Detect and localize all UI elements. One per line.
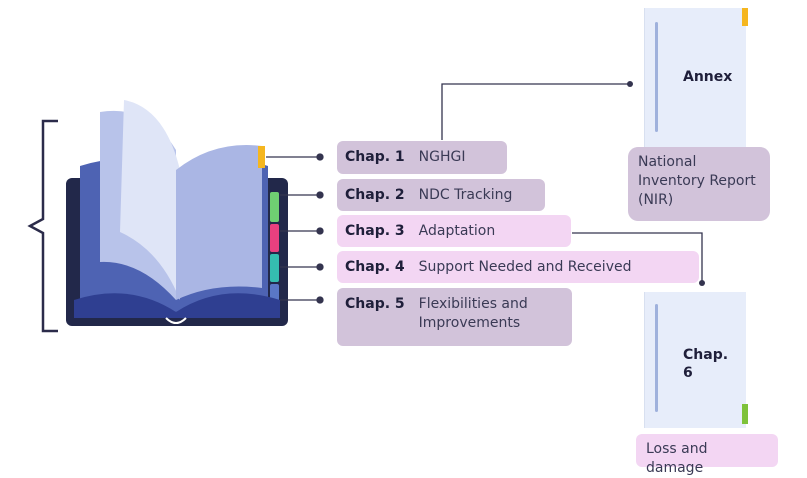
chapter-5-number: Chap. 5 [345, 296, 405, 312]
chapter-1-title: NGHGI [418, 149, 466, 165]
chapter-2-box: Chap. 2 NDC Tracking [337, 179, 545, 211]
chapter-4-title: Support Needed and Received [418, 259, 632, 275]
annex-document: Annex [644, 8, 748, 148]
annex-label: Annex [683, 69, 733, 85]
chapter-1-box: Chap. 1 NGHGI [337, 141, 507, 174]
book-flying-leaf [120, 100, 180, 300]
chapter-4-number: Chap. 4 [345, 259, 405, 275]
chap6-tab-green [742, 404, 748, 424]
chapter-2-number: Chap. 2 [345, 187, 405, 203]
book-bookmark-yellow [258, 146, 265, 168]
chap6-document: Chap. 6 [644, 292, 748, 428]
book-icon [66, 100, 288, 326]
chapter-connectors [266, 153, 324, 304]
chapter-2-title: NDC Tracking [418, 187, 513, 203]
annex-note: National Inventory Report (NIR) [628, 147, 770, 221]
annex-connector [441, 83, 630, 140]
chapter-5-box: Chap. 5 Flexibilities and Improvements [337, 288, 572, 346]
book-tab-green [270, 192, 279, 222]
chap6-note: Loss and damage [636, 434, 778, 476]
chapter-3-box: Chap. 3 Adaptation [337, 215, 571, 247]
book-tab-teal [270, 254, 279, 282]
chapter-4-box: Chap. 4 Support Needed and Received [337, 251, 699, 283]
book-tab-pink [270, 224, 279, 252]
book-right-leaf [176, 145, 262, 300]
left-bracket [27, 119, 58, 333]
chapter-3-title: Adaptation [418, 223, 496, 239]
chapter-1-number: Chap. 1 [345, 149, 405, 165]
chap6-label: Chap. 6 [683, 347, 729, 381]
chap6-connector [572, 232, 703, 283]
chapter-3-number: Chap. 3 [345, 223, 405, 239]
annex-tab-yellow [742, 8, 748, 26]
chapter-5-title: Flexibilities and Improvements [418, 296, 528, 331]
